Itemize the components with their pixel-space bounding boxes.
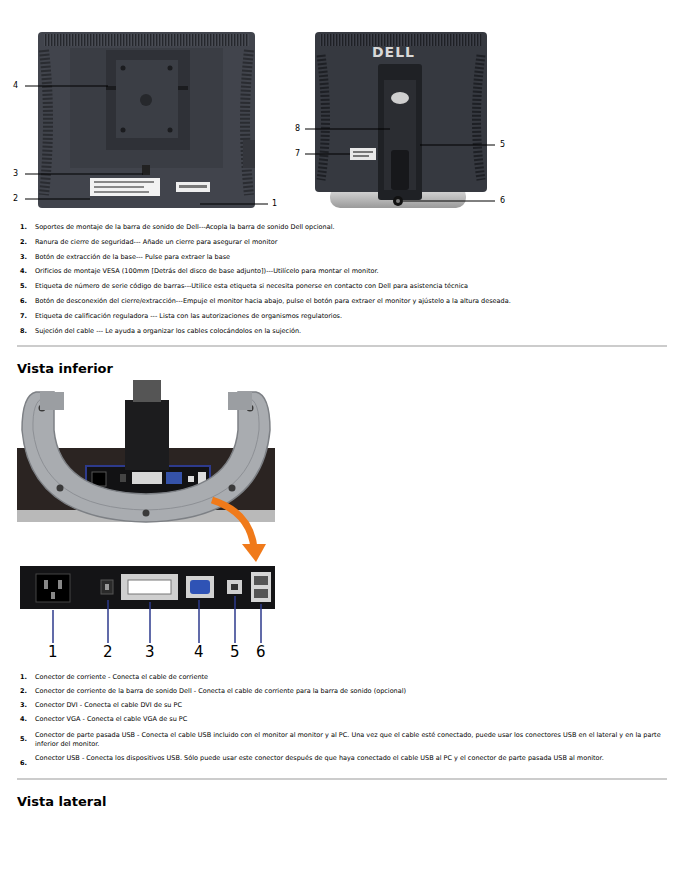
callout-number: 4: [13, 81, 18, 91]
callout-number: 6: [256, 644, 266, 661]
list-number: 6.: [20, 297, 27, 307]
list-number: 1.: [20, 223, 27, 233]
callout-number: 5: [230, 644, 240, 661]
callout-number: 3: [13, 169, 18, 179]
list-number: 2.: [20, 687, 27, 697]
callout-number: 2: [13, 194, 18, 204]
callout-number: 2: [103, 644, 113, 661]
section-heading: Vista inferior: [17, 361, 113, 377]
callout-number: 6: [500, 196, 505, 206]
list-text: Botón de extracción de la base--- Pulse …: [35, 253, 665, 263]
callout-number: 4: [194, 644, 204, 661]
list-text: Conector de corriente de la barra de son…: [35, 687, 665, 697]
list-text: Conector de corriente - Conecta el cable…: [35, 673, 665, 683]
list-number: 4.: [20, 715, 27, 725]
list-text: Soportes de montaje de la barra de sonid…: [35, 223, 665, 233]
callout-number: 1: [272, 199, 277, 209]
list-text: Conector VGA - Conecta el cable VGA de s…: [35, 715, 665, 725]
list-text: Orificios de montaje VESA (100mm [Detrás…: [35, 267, 665, 277]
brand-logo: DELL: [372, 44, 415, 60]
list-text: Conector de parte pasada USB - Conecta e…: [35, 731, 665, 750]
list-text: Etiqueta de calificación reguladora --- …: [35, 312, 665, 322]
callout-number: 8: [295, 124, 300, 134]
list-number: 4.: [20, 267, 27, 277]
list-text: Botón de desconexión del cierre/extracci…: [35, 297, 665, 307]
list-number: 2.: [20, 238, 27, 248]
list-number: 6.: [20, 759, 27, 769]
list-number: 5.: [20, 735, 27, 745]
list-text: Ranura de cierre de seguridad--- Añade u…: [35, 238, 665, 248]
list-text: Conector DVI - Conecta el cable DVI de s…: [35, 701, 665, 711]
list-text: Conector USB - Conecta los dispositivos …: [35, 754, 665, 764]
list-number: 3.: [20, 253, 27, 263]
callout-number: 7: [295, 149, 300, 159]
list-number: 5.: [20, 282, 27, 292]
list-number: 8.: [20, 327, 27, 337]
list-text: Etiqueta de número de serie código de ba…: [35, 282, 665, 292]
callout-number: 3: [145, 644, 155, 661]
list-number: 3.: [20, 701, 27, 711]
section-heading: Vista lateral: [17, 794, 106, 810]
list-number: 7.: [20, 312, 27, 322]
callout-number: 1: [48, 644, 58, 661]
list-text: Sujeción del cable --- Le ayuda a organi…: [35, 327, 665, 337]
callout-number: 5: [500, 140, 505, 150]
list-number: 1.: [20, 673, 27, 683]
